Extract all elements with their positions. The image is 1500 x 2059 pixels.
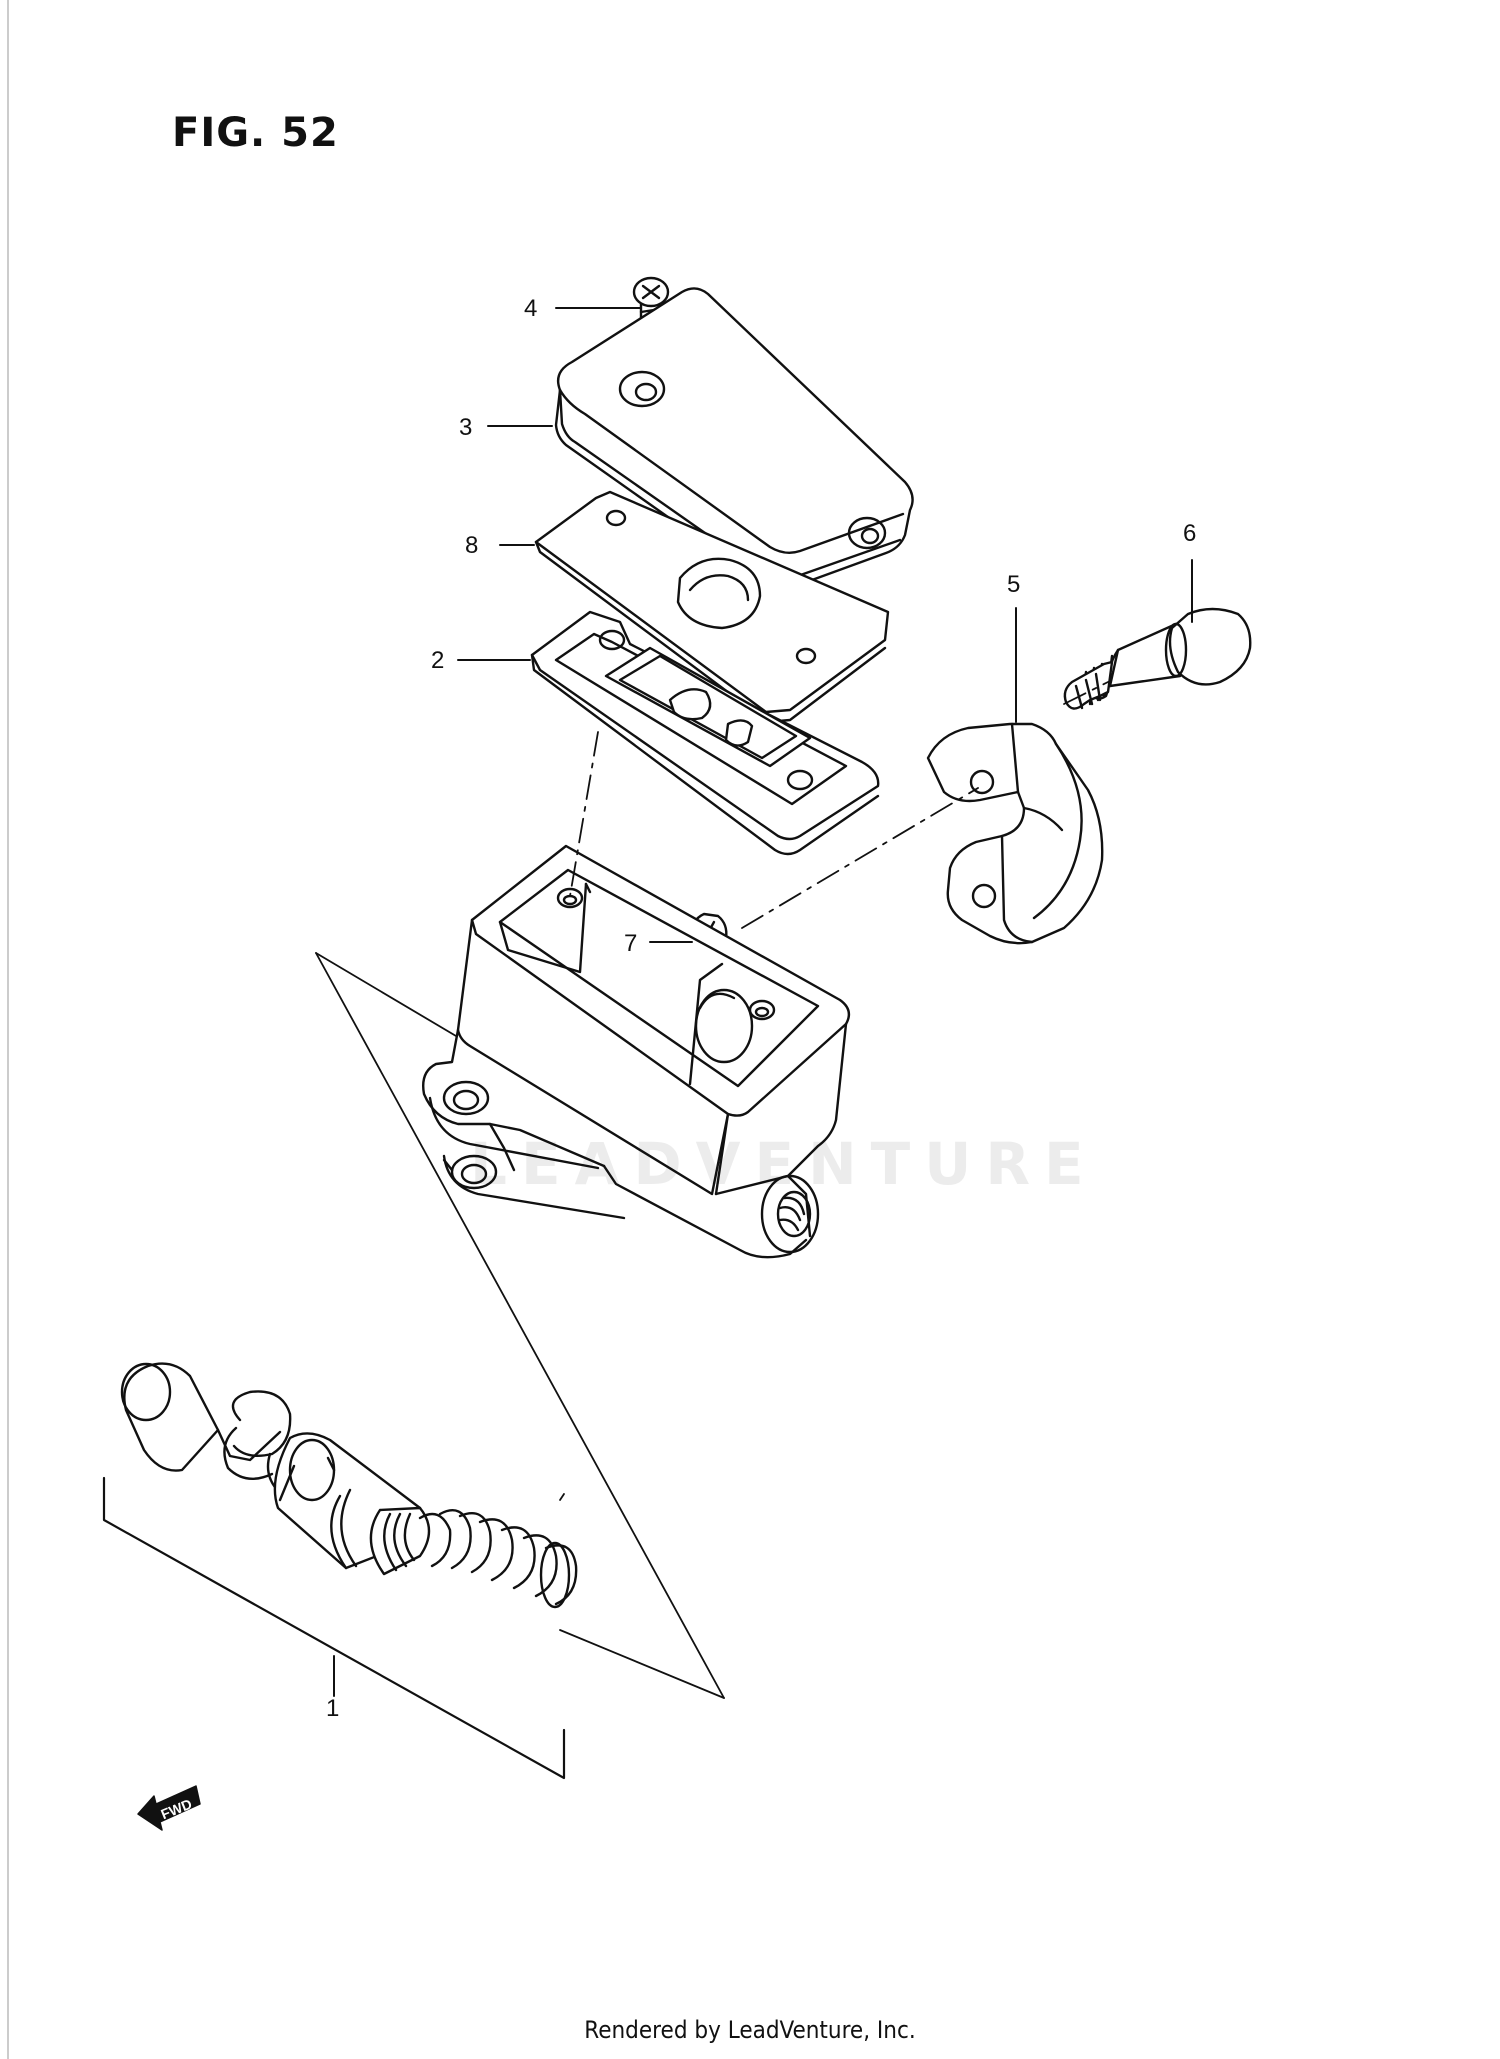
callout-1: 1 xyxy=(326,1695,339,1722)
flange-bolt-icon xyxy=(1063,607,1252,710)
callout-4: 4 xyxy=(524,295,537,322)
figure-label: FIG. 52 xyxy=(172,110,339,156)
callout-5: 5 xyxy=(1007,571,1020,598)
callout-2: 2 xyxy=(431,647,444,674)
alignment-lines xyxy=(569,681,1109,929)
part-1-bracket xyxy=(102,1476,566,1780)
diaphragm-plate-icon xyxy=(530,610,880,856)
exploded-view-guide xyxy=(315,952,725,1699)
master-cylinder-body-icon xyxy=(422,844,851,1259)
leader-lines xyxy=(333,307,1193,1697)
clamp-bracket-icon xyxy=(926,722,1104,945)
callout-8: 8 xyxy=(465,532,478,559)
callout-7: 7 xyxy=(624,930,637,957)
callout-6: 6 xyxy=(1183,520,1196,547)
fwd-label: FWD xyxy=(159,1796,195,1823)
callout-3: 3 xyxy=(459,414,472,441)
fwd-arrow-icon: FWD xyxy=(137,1785,201,1831)
footer-credit: Rendered by LeadVenture, Inc. xyxy=(584,2016,916,2044)
piston-assembly-icon xyxy=(120,1362,578,1609)
